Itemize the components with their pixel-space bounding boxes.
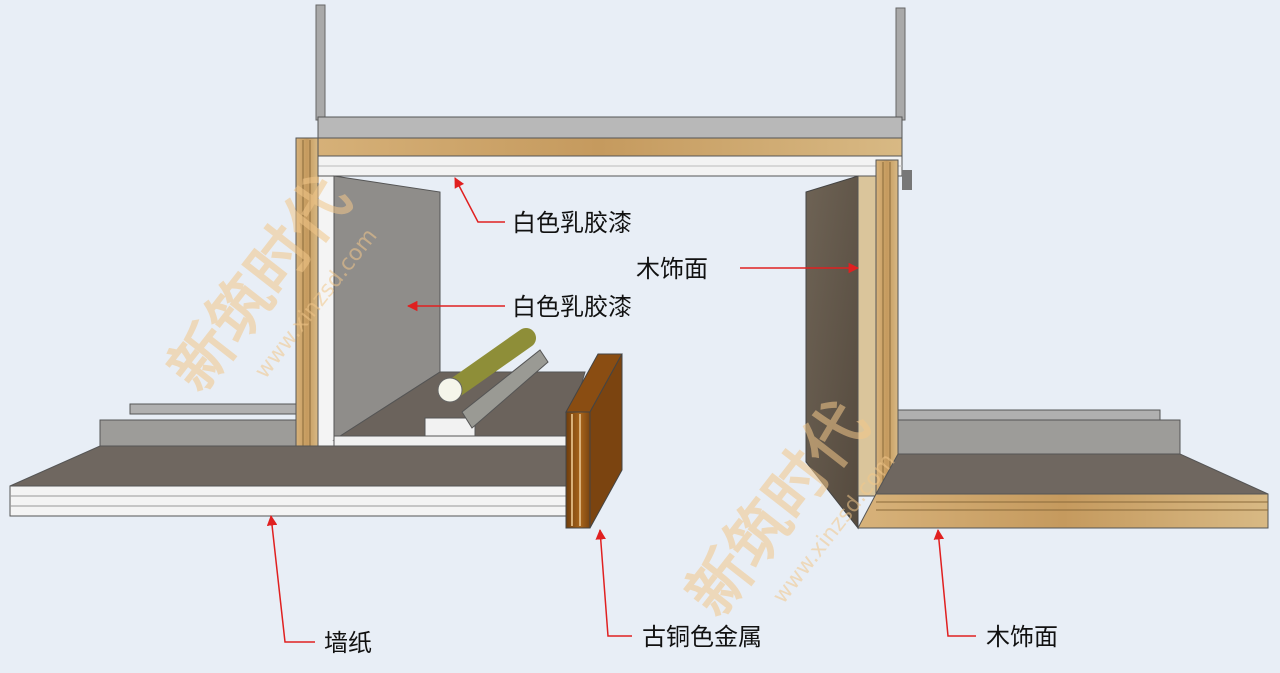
right-floor-top [875,453,1269,495]
bronze-metal-block [565,353,623,529]
right-back-wall-strip [897,419,1181,455]
right-inner-board [857,175,877,497]
right-rail [897,409,1161,421]
ceiling-wood-strip [295,137,903,157]
hanging-rod-right [895,7,906,121]
right-bracket [902,170,912,190]
roller-end-cap [437,377,463,403]
left-floor-slab [9,403,571,517]
bronze-front [565,411,591,529]
right-wall [805,159,899,530]
left-wall [295,137,441,457]
right-floor-wood-edge [857,493,1269,529]
left-floor-top [9,445,571,487]
left-back-wall-strip [99,419,297,447]
hanging-rod-left [315,4,326,121]
bronze-side [589,353,623,529]
label-wallpaper: 墙纸 [324,629,372,657]
ceiling-structure [295,116,912,190]
label-bronze-metal: 古铜色金属 [642,623,762,651]
arrow-bottom-wood [933,528,976,637]
left-rail [129,403,297,415]
left-floor-white-layer [9,485,571,517]
label-wall-paint: 白色乳胶漆 [512,293,632,321]
arrow-ceiling-paint [454,177,505,223]
annotation-labels: 白色乳胶漆 白色乳胶漆 木饰面 墙纸 古铜色金属 木饰面 [324,209,1058,657]
ceiling-top-slab [317,116,903,141]
right-floor-slab [857,409,1269,529]
arrow-bronze [595,528,632,637]
roller-base [424,417,476,437]
label-ceiling-paint: 白色乳胶漆 [512,209,632,237]
hanging-rods [315,4,906,121]
annotation-arrows [266,177,976,643]
label-bottom-wood: 木饰面 [986,623,1058,651]
roller-rail [461,349,549,429]
roller-tube [442,328,536,400]
right-wood-post [875,159,899,497]
label-right-wood: 木饰面 [636,255,708,283]
arrow-wallpaper [266,514,315,643]
